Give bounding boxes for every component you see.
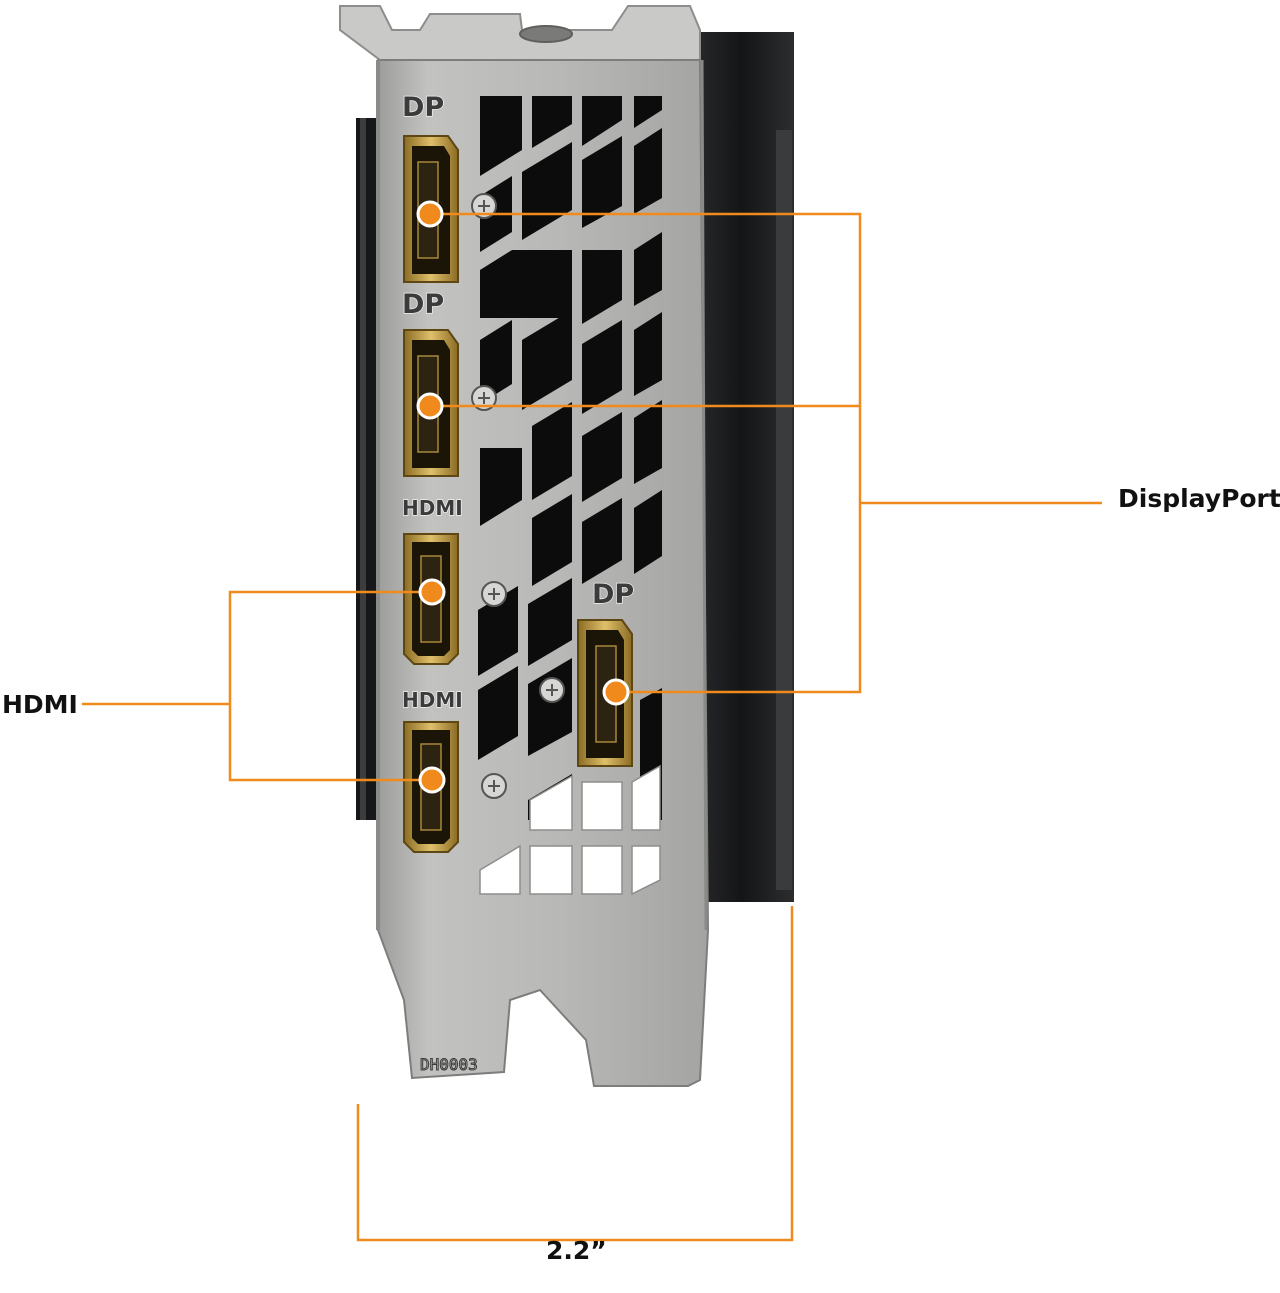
hdmi-callout-label: HDMI: [2, 690, 78, 719]
displayport-callout-label: DisplayPort: [1118, 484, 1280, 513]
label-dp-top: DP: [402, 92, 444, 123]
label-part-code: DH0003: [420, 1055, 478, 1074]
label-dp-second: DP: [402, 289, 444, 320]
vent-lower-openings: [479, 764, 661, 896]
bracket-width-label: 2.2”: [546, 1236, 607, 1265]
label-hdmi-lower: HDMI: [402, 688, 463, 712]
callout-dots: [416, 200, 630, 794]
port-labels: DP DP HDMI HDMI DP DH0003: [401, 91, 635, 1074]
callout-lines: [82, 212, 1102, 1242]
label-hdmi-upper: HDMI: [402, 496, 463, 520]
label-dp-right: DP: [592, 579, 634, 610]
bracket-top-tab: [339, 5, 701, 61]
screw-cross-marks: [478, 200, 558, 792]
